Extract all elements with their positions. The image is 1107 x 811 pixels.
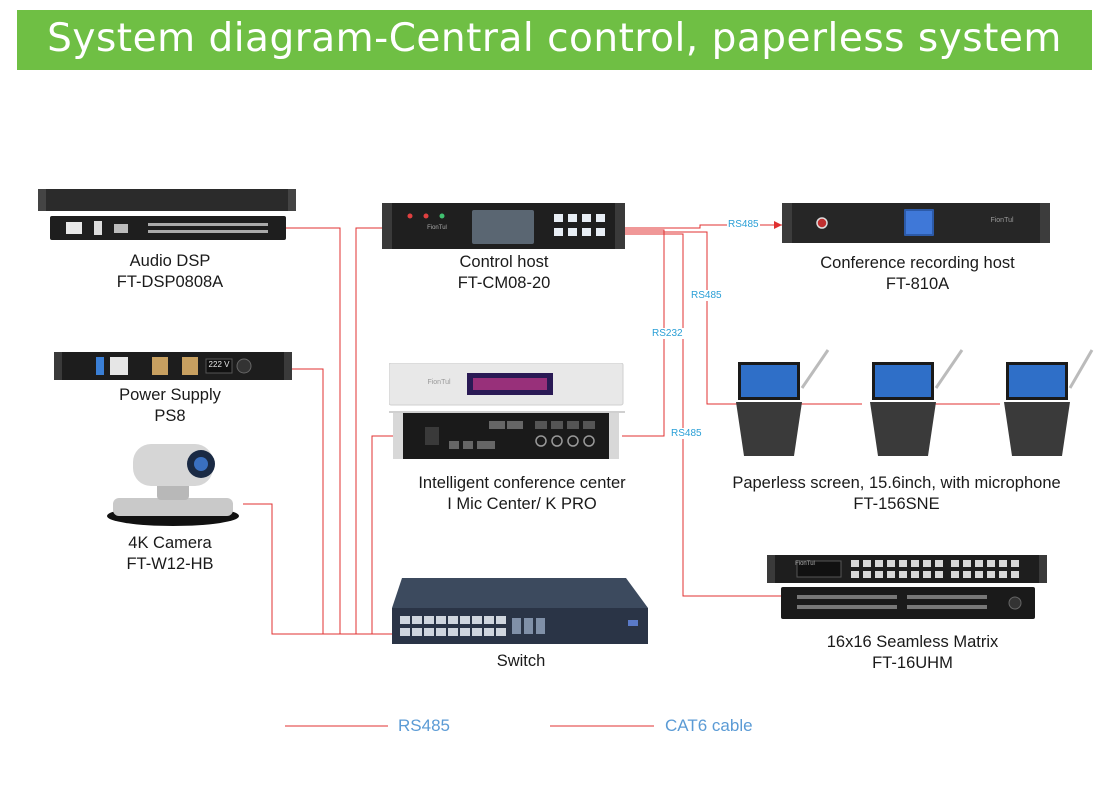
tag-rs485-matrix: RS485 [670, 428, 703, 439]
power-supply-label: Power Supply PS8 [70, 385, 270, 427]
switch-name: Switch [496, 652, 546, 670]
paperless-screen-1 [736, 349, 830, 456]
paperless-screen-3 [1004, 349, 1094, 456]
power-supply-model: PS8 [154, 407, 186, 425]
tag-rs485-screens: RS485 [690, 290, 723, 301]
recording-host-image [782, 203, 1050, 243]
recording-host-model: FT-810A [885, 275, 950, 293]
camera-image [107, 444, 239, 526]
audio-dsp-image [38, 189, 296, 240]
audio-dsp-model: FT-DSP0808A [116, 273, 224, 291]
camera-label: 4K Camera FT-W12-HB [70, 533, 270, 575]
control-host-label: Control host FT-CM08-20 [404, 252, 604, 294]
wire-dsp-switch [285, 227, 392, 635]
tag-rs485-recording: RS485 [727, 219, 760, 230]
recording-host-name: Conference recording host [820, 254, 1015, 272]
camera-name: 4K Camera [128, 534, 212, 552]
paperless-screen-label: Paperless screen, 15.6inch, with microph… [710, 473, 1083, 515]
page-title: System diagram-Central control, paperles… [47, 16, 1062, 61]
power-supply-display: 222 V [208, 360, 230, 369]
control-host-name: Control host [459, 253, 549, 271]
wire-host-switch [355, 227, 383, 634]
wire-center-switch [371, 435, 402, 634]
paperless-screen-name: Paperless screen, 15.6inch, with microph… [732, 474, 1061, 492]
paperless-screen-model: FT-156SNE [853, 495, 940, 513]
camera-model: FT-W12-HB [126, 555, 214, 573]
conference-center-label: Intelligent conference center I Mic Cent… [392, 473, 652, 515]
conference-center-brand: FionTul [427, 379, 451, 386]
paperless-screen-2 [870, 349, 964, 456]
switch-image [392, 578, 648, 644]
recording-host-brand: FionTul [990, 217, 1014, 224]
audio-dsp-label: Audio DSP FT-DSP0808A [70, 251, 270, 293]
wire-host-screens [623, 231, 740, 405]
tag-rs232-center: RS232 [651, 328, 684, 339]
wire-camera-switch [243, 503, 392, 635]
power-supply-image [54, 352, 292, 380]
paperless-screens-image [736, 349, 1094, 456]
matrix-image [767, 555, 1047, 619]
matrix-name: 16x16 Seamless Matrix [826, 633, 999, 651]
control-host-brand: FionTul [427, 225, 447, 231]
matrix-brand: FionTul [795, 561, 815, 567]
wire-host-matrix [623, 233, 782, 597]
power-supply-name: Power Supply [119, 386, 221, 404]
control-host-model: FT-CM08-20 [457, 274, 551, 292]
wire-power-switch [292, 368, 324, 634]
title-banner: System diagram-Central control, paperles… [17, 10, 1092, 70]
control-host-image [382, 203, 625, 249]
conference-center-name: Intelligent conference center [418, 474, 626, 492]
matrix-model: FT-16UHM [872, 654, 953, 672]
matrix-label: 16x16 Seamless Matrix FT-16UHM [790, 632, 1035, 674]
recording-host-label: Conference recording host FT-810A [795, 253, 1040, 295]
legend-rs485: RS485 [398, 716, 450, 735]
switch-label: Switch [421, 651, 621, 672]
conference-center-model: I Mic Center/ K PRO [447, 495, 597, 513]
conference-center-image [389, 363, 625, 459]
legend-cat6: CAT6 cable [665, 716, 753, 735]
audio-dsp-name: Audio DSP [129, 252, 211, 270]
